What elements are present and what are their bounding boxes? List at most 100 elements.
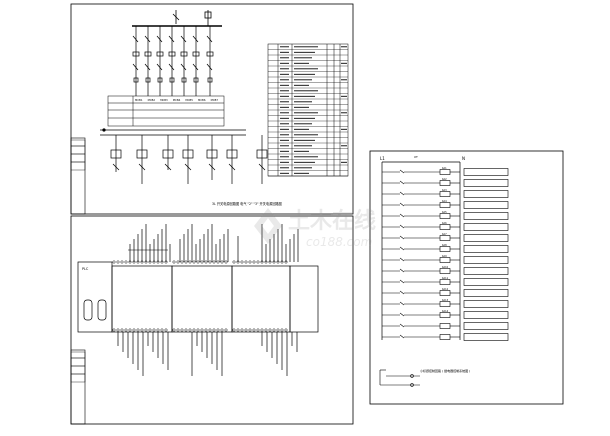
- relay-rung: KA4: [382, 200, 509, 209]
- breaker-label: MCB5: [185, 98, 193, 102]
- breaker-label: MCB1: [135, 98, 143, 102]
- relay-footer-note: 小标题控制回路 ( 继电器控制系统图 ): [420, 368, 470, 373]
- parts-row: [268, 68, 348, 72]
- relay-tag: KA11: [442, 277, 449, 280]
- parts-row: [268, 57, 348, 61]
- relay-bottom-circuit: [379, 369, 420, 387]
- parts-row: [268, 156, 348, 160]
- relay-rung: KA6: [382, 222, 509, 231]
- lower-branch: [256, 135, 268, 184]
- parts-row: [268, 145, 348, 149]
- feeder-branch: [180, 26, 188, 96]
- feeder-branches: [132, 26, 214, 96]
- relay-tag: KA1: [442, 167, 447, 170]
- lower-components: [110, 135, 268, 184]
- parts-row: [268, 101, 348, 105]
- parts-row: [268, 128, 348, 133]
- lower-branch: [162, 135, 174, 171]
- relay-rung: KA10: [382, 266, 509, 275]
- parts-row: [268, 150, 348, 155]
- plc-terminal-strips: [112, 260, 288, 332]
- control-bus: [100, 128, 246, 136]
- relay-tag: KA7: [442, 233, 447, 236]
- relay-rung: KA12: [382, 288, 509, 297]
- relay-rung: KA5: [382, 211, 509, 220]
- parts-row: [268, 139, 348, 144]
- relay-tag: KA6: [442, 222, 447, 225]
- breaker-label-row: MCB1 MCB2 MCB3 MCB4 MCB5 MCB6 MCB7: [135, 98, 218, 102]
- breaker-table: [107, 95, 225, 127]
- terminal-strip: [172, 328, 228, 332]
- terminal-strip: [112, 260, 168, 264]
- relay-rung: [382, 322, 509, 330]
- parts-row: [268, 84, 348, 89]
- rail-n-label: N: [462, 156, 465, 161]
- lower-branch: [110, 135, 122, 172]
- lower-branch: [226, 135, 238, 184]
- breaker-label: MCB3: [160, 98, 168, 102]
- parts-row: [268, 117, 348, 122]
- relay-rung: [382, 333, 509, 341]
- parts-row: [268, 51, 348, 56]
- breaker-label: MCB7: [211, 98, 219, 102]
- title-block-sheet1: [70, 139, 86, 171]
- parts-row: [268, 123, 348, 127]
- plc-wiring-lines: [117, 224, 299, 376]
- breaker-label: MCB4: [173, 98, 181, 102]
- relay-rung: KA3: [382, 189, 509, 198]
- terminal-strip: [232, 328, 288, 332]
- terminal-strip: [232, 260, 288, 264]
- relay-rung: KA7: [382, 233, 509, 242]
- relay-rung: KA1: [382, 167, 509, 176]
- sheet1-caption: 3L 开关电源回路图 电气 "2" "3" 开关电源回路图: [212, 201, 282, 206]
- relay-rung: KA13: [382, 299, 509, 308]
- feeder-branch: [168, 26, 176, 96]
- relay-rung: KA2: [382, 178, 509, 187]
- plc-modules: [77, 261, 319, 333]
- parts-row: [268, 95, 348, 100]
- relay-tag: KA4: [442, 200, 447, 203]
- parts-row: [268, 106, 348, 111]
- parts-row: [268, 167, 348, 171]
- relay-tag: KA2: [442, 178, 447, 181]
- lower-branch: [136, 135, 148, 184]
- relay-tag: KA5: [442, 211, 447, 214]
- relay-rung: KA8: [382, 244, 509, 253]
- relay-tag: KA3: [442, 189, 447, 192]
- relay-tag: KA8: [442, 244, 447, 247]
- relay-rung: KA14: [382, 310, 509, 319]
- parts-row: [268, 79, 348, 83]
- feeder-branch: [156, 26, 164, 96]
- terminal-strip: [172, 260, 228, 264]
- relay-rungs: KA1KA2KA3KA4KA5KA6KA7KA8KA9KA10KA11KA12K…: [382, 167, 509, 341]
- relay-tag: KA14: [442, 310, 449, 313]
- feeder-branch: [206, 26, 214, 96]
- relay-rung: KA9: [382, 255, 509, 264]
- parts-row: [268, 62, 348, 67]
- breaker-label: MCB2: [148, 98, 156, 102]
- relay-rung: KA11: [382, 277, 509, 286]
- parts-row: [268, 161, 348, 166]
- main-incomer: [132, 10, 222, 27]
- rail-l1-label: L1: [380, 156, 385, 161]
- feeder-branch: [192, 26, 200, 96]
- parts-list-rows: [268, 46, 348, 177]
- sheet-power-distribution: [70, 3, 354, 215]
- sheet-plc-wiring: [70, 215, 354, 425]
- lower-branch: [206, 135, 218, 180]
- rail-xt-label: XT: [414, 155, 418, 159]
- parts-row: [268, 46, 348, 50]
- feeder-branch: [144, 26, 152, 96]
- breaker-label: MCB6: [198, 98, 206, 102]
- parts-row: [268, 73, 348, 78]
- relay-tag: KA10: [442, 266, 449, 269]
- lower-branch: [182, 135, 194, 184]
- relay-tag: KA9: [442, 255, 447, 258]
- relay-tag: KA13: [442, 299, 449, 302]
- parts-row: [268, 172, 348, 177]
- relay-tag: KA12: [442, 288, 449, 291]
- parts-row: [268, 90, 348, 94]
- sheet-relay-control: [369, 150, 564, 405]
